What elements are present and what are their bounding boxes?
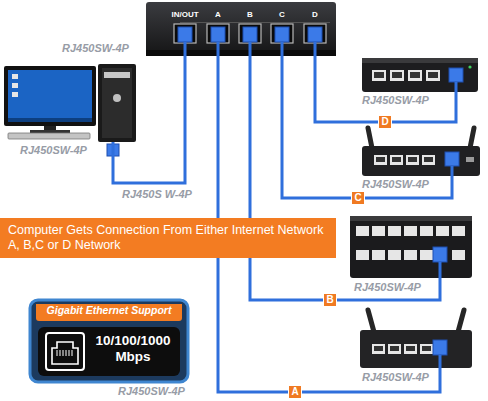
port-label: A bbox=[215, 10, 221, 20]
router-illustration bbox=[360, 310, 472, 368]
router-device: RJ450SW-4P bbox=[360, 308, 472, 368]
port-label: B bbox=[247, 10, 253, 20]
switch-body bbox=[146, 2, 336, 56]
note-banner: Computer Gets Connection From Either Int… bbox=[0, 218, 336, 258]
port-label: IN/OUT bbox=[171, 10, 198, 20]
ethernet-cable bbox=[282, 56, 452, 198]
switch-device: RJ450SW-4P bbox=[362, 58, 478, 92]
watermark-text: RJ450SW-4P bbox=[362, 371, 429, 383]
switch-box: IN/OUT A B C D bbox=[146, 2, 336, 56]
computer-box: RJ450SW-4P bbox=[4, 64, 138, 142]
cable-plug bbox=[178, 27, 322, 42]
watermark-text: RJ450SW-4P bbox=[62, 42, 129, 54]
watermark-text: RJ450SW-4P bbox=[20, 144, 87, 156]
switch-device: RJ450SW-4P bbox=[350, 216, 472, 278]
port-label: D bbox=[312, 10, 318, 20]
note-text: Computer Gets Connection From Either Int… bbox=[8, 223, 328, 253]
computer-illustration bbox=[4, 64, 136, 156]
port-label: C bbox=[279, 10, 285, 20]
switch-ports bbox=[174, 24, 326, 43]
badge-heading: Gigabit Ethernet Support bbox=[30, 304, 188, 317]
watermark-text: RJ450S W-4P bbox=[122, 188, 192, 200]
callout-letter: B bbox=[323, 293, 337, 307]
callout-letter: A bbox=[288, 385, 302, 399]
ethernet-cable bbox=[113, 56, 185, 183]
ethernet-cable bbox=[315, 56, 456, 122]
cable bbox=[185, 42, 315, 56]
callout-letter: D bbox=[378, 115, 392, 129]
router-device: RJ450SW-4P bbox=[362, 126, 480, 176]
switch-illustration bbox=[350, 216, 472, 278]
callout-letter: C bbox=[351, 191, 365, 205]
badge-illustration bbox=[30, 300, 188, 382]
watermark-text: RJ450SW-4P bbox=[118, 385, 185, 397]
watermark-text: RJ450SW-4P bbox=[354, 281, 421, 293]
speed-text: 10/100/1000 Mbps bbox=[88, 333, 178, 365]
watermark-text: RJ450SW-4P bbox=[362, 178, 429, 190]
feature-badge: Gigabit Ethernet Support 10/100/1000 Mbps bbox=[30, 300, 188, 382]
router-illustration bbox=[362, 128, 480, 176]
ethernet-cable bbox=[250, 56, 440, 300]
switch-illustration bbox=[362, 58, 478, 92]
watermark-text: RJ450SW-4P bbox=[362, 94, 429, 106]
